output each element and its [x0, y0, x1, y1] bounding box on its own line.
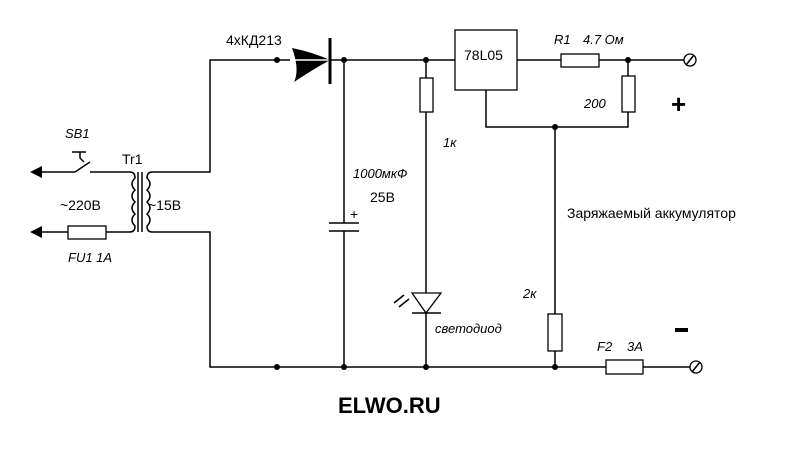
transformer-tr1: Tr1 ~220В ~15В [60, 151, 181, 233]
minus-sign [675, 328, 688, 332]
f2-label: F2 [597, 339, 613, 354]
diode-bridge: 4хКД213 [226, 32, 332, 84]
primary-voltage: ~220В [60, 197, 101, 213]
secondary-voltage: ~15В [148, 197, 181, 213]
fuse1-label: FU1 1A [68, 250, 112, 265]
led-branch: 1к светодиод [393, 60, 502, 367]
r2k-label: 2к [522, 286, 537, 301]
arrow-icon [30, 166, 42, 178]
terminal-minus [675, 328, 703, 374]
r200-label: 200 [583, 96, 606, 111]
resistor-2k: 2к [522, 127, 563, 367]
regulator-78l05: 78L05 [454, 29, 629, 128]
fuse-f2: F2 3А [555, 339, 690, 375]
resistor-r1: R1 4.7 Ом [554, 32, 685, 68]
switch-label: SB1 [65, 126, 90, 141]
capacitor-polarity: + [350, 206, 358, 222]
f2-value: 3А [627, 339, 643, 354]
diode-bridge-label: 4хКД213 [226, 32, 282, 48]
capacitor-voltage: 25В [370, 189, 395, 205]
r1-value: 4.7 Ом [583, 32, 624, 47]
r1-label: R1 [554, 32, 571, 47]
capacitor-label: 1000мкФ [353, 166, 407, 181]
mains-input [30, 166, 75, 238]
arrow-icon [30, 226, 42, 238]
plus-sign: + [671, 89, 686, 119]
led-label: светодиод [435, 321, 502, 336]
watermark: ELWO.RU [338, 393, 441, 418]
switch-sb1: SB1 [65, 126, 130, 173]
terminal-plus: + [671, 53, 697, 119]
capacitor: + 1000мкФ 25В [329, 60, 407, 367]
transformer-label: Tr1 [122, 151, 143, 167]
battery-label: Заряжаемый аккумулятор [567, 205, 736, 221]
regulator-label: 78L05 [464, 47, 503, 63]
resistor-200: 200 [583, 60, 636, 113]
fuse-fu1: FU1 1A [67, 225, 130, 265]
resistor-1k-label: 1к [443, 135, 457, 150]
